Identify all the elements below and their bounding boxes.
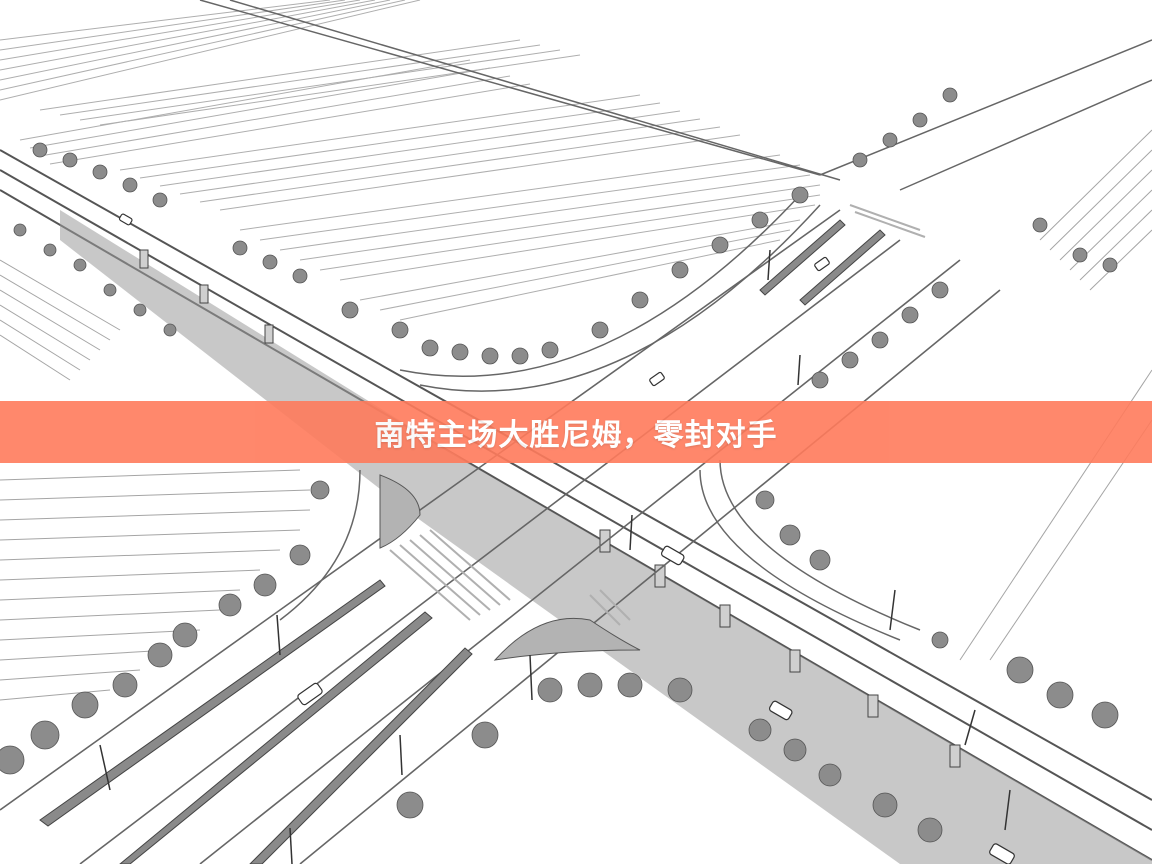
upper-roads — [199, 0, 1152, 641]
headline-text: 南特主场大胜尼姆，零封对手 — [374, 418, 778, 453]
traffic-island-left — [379, 474, 421, 549]
traffic-island-bottom — [493, 617, 641, 661]
farmland-fields-left — [0, 259, 311, 701]
overpass-shadow — [60, 210, 1152, 864]
trees — [0, 87, 1119, 843]
overpass-pillars — [139, 249, 961, 768]
headline-banner: 南特主场大胜尼姆，零封对手 — [0, 401, 1152, 463]
banner-background — [0, 401, 1152, 463]
street-lamps — [99, 249, 1011, 864]
cars — [118, 213, 1015, 864]
road-medians — [39, 219, 886, 864]
crosswalks — [389, 204, 926, 626]
farmland-fields-top — [0, 0, 821, 321]
